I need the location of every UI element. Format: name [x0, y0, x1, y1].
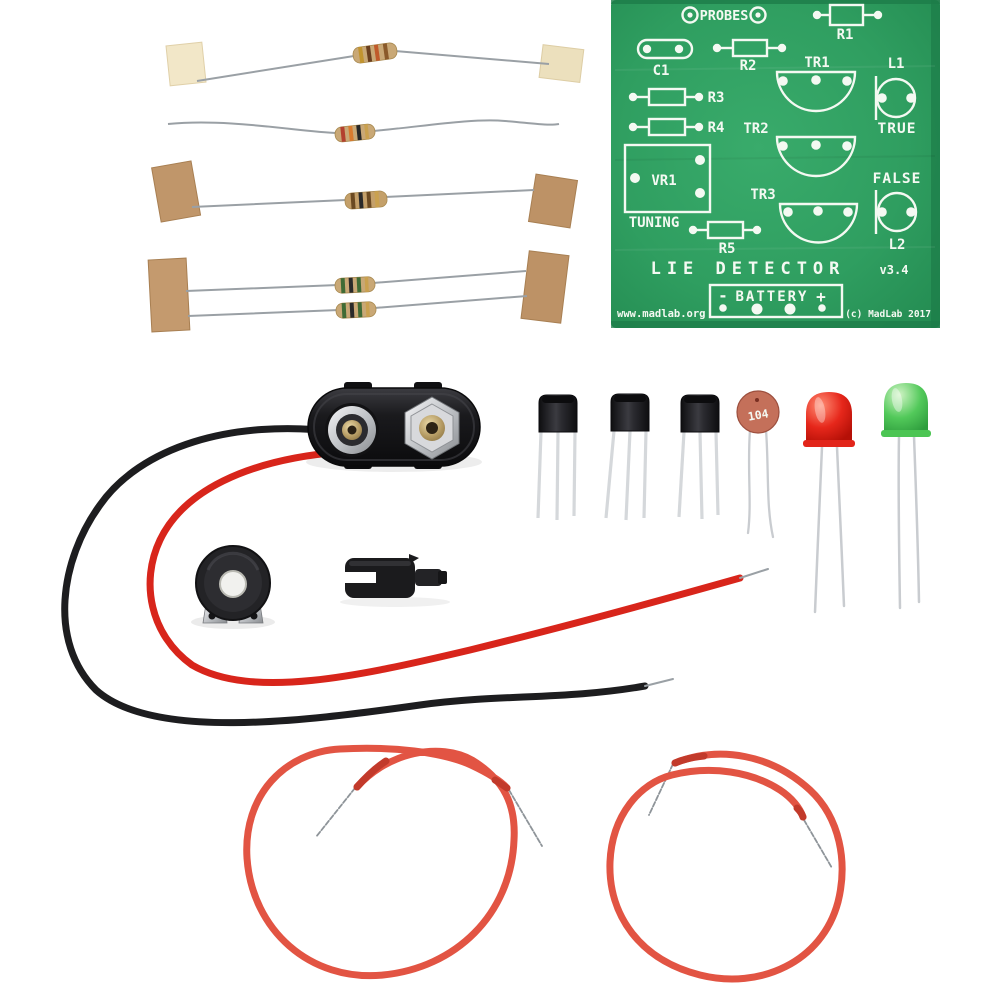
capacitor-marking: 104 [747, 406, 770, 423]
led-dome [806, 392, 852, 440]
pcb-label-r3: R3 [708, 90, 725, 106]
trimmer-adjustment-tool [340, 554, 450, 607]
transistor-1 [536, 394, 578, 521]
pcb-label-c1: C1 [653, 63, 670, 79]
transistor-3 [677, 394, 720, 520]
pcb-label-false: FALSE [873, 171, 922, 187]
capacitor-disc [736, 390, 780, 434]
pcb-label-tuning: TUNING [629, 215, 680, 231]
resistor-body [352, 42, 398, 64]
pcb-battery-minus: - [718, 286, 728, 305]
pcb-lie-detector: PROBES R1 C1 R2 TR1 L1 R3 R4 TR2 TRUE VR… [611, 0, 940, 328]
pcb-version: v3.4 [880, 263, 909, 277]
pcb-label-vr1: VR1 [651, 173, 676, 189]
pcb-label-true: TRUE [878, 121, 917, 137]
hookup-wire-left [243, 744, 543, 980]
battery-wire-red [146, 448, 744, 686]
hookup-wire-right [606, 750, 846, 983]
battery-wire-black [61, 425, 649, 727]
resistor-row-2 [167, 119, 560, 143]
led-red [803, 392, 855, 614]
pcb-label-r1: R1 [837, 27, 854, 43]
led-flange [881, 430, 931, 437]
led-flange [803, 440, 855, 447]
pcb-label-r5: R5 [719, 241, 736, 257]
pcb-copyright: (c) MadLab 2017 [845, 309, 931, 320]
pcb-battery-plus: + [816, 287, 826, 306]
pcb-battery-label: BATTERY [735, 289, 808, 305]
resistor-body [344, 190, 388, 210]
resistor-row-4 [147, 250, 570, 333]
pcb-label-probes: PROBES [700, 8, 749, 24]
resistor-body [335, 301, 377, 319]
resistor-body [334, 123, 376, 143]
led-dome [884, 383, 928, 430]
pcb-title: LIE DETECTOR [651, 259, 846, 279]
pcb-label-l1: L1 [888, 56, 905, 72]
pcb-silkscreen [623, 3, 918, 319]
battery-snap [306, 382, 482, 472]
transistor-2 [604, 393, 650, 521]
soft-shadow [340, 597, 450, 607]
pcb-label-l2: L2 [889, 237, 906, 253]
led-green [881, 383, 931, 610]
resistor-row-3 [151, 160, 579, 229]
snap-terminal-female [325, 403, 379, 457]
pcb-label-tr2: TR2 [743, 121, 768, 137]
ceramic-capacitor: 104 [736, 390, 780, 539]
snap-terminal-male [404, 396, 460, 460]
pcb-label-r2: R2 [740, 58, 757, 74]
battery-snap-wires [61, 425, 769, 727]
pcb-website: www.madlab.org [617, 308, 706, 320]
resistor-row-1 [165, 41, 585, 87]
trimmer-potentiometer [191, 545, 275, 629]
pcb-label-r4: R4 [708, 120, 725, 136]
pcb-label-tr1: TR1 [804, 55, 829, 71]
pcb-label-tr3: TR3 [750, 187, 775, 203]
resistor-body [334, 276, 376, 294]
